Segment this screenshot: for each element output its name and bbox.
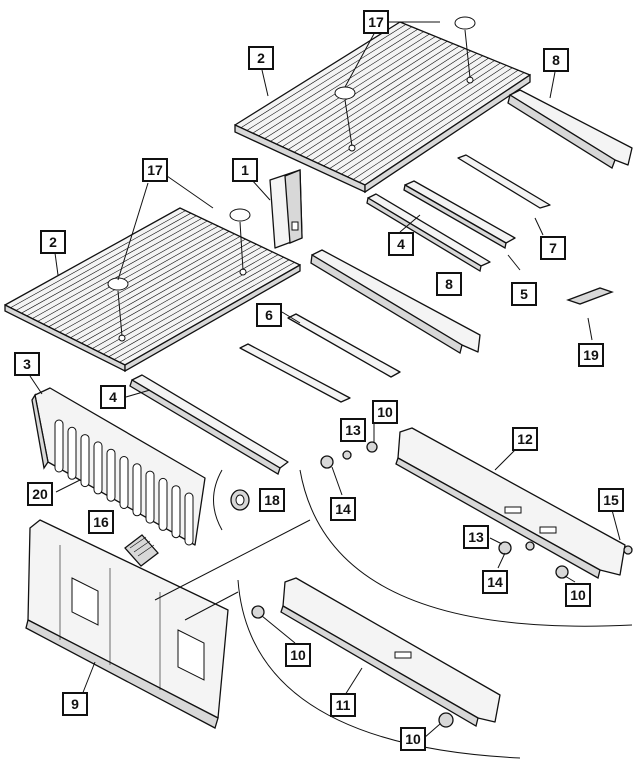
bed-mat-lower: [4, 207, 301, 373]
vent-16: [124, 534, 159, 567]
callout-6[interactable]: 6: [256, 303, 282, 327]
callout-10-b[interactable]: 10: [565, 583, 591, 607]
callout-13-b[interactable]: 13: [463, 525, 489, 549]
callout-20[interactable]: 20: [27, 482, 53, 506]
callout-18[interactable]: 18: [259, 488, 285, 512]
crossmember-mid: [310, 249, 481, 355]
reinforcement-12: [395, 427, 626, 579]
fasteners: [251, 441, 633, 728]
callout-8-mid[interactable]: 8: [436, 272, 462, 296]
callout-7[interactable]: 7: [540, 236, 566, 260]
callout-16[interactable]: 16: [88, 510, 114, 534]
callout-12[interactable]: 12: [512, 427, 538, 451]
callout-14-a[interactable]: 14: [330, 497, 356, 521]
rail-4-lower: [129, 374, 289, 475]
rail-6: [287, 313, 401, 378]
callout-5[interactable]: 5: [511, 282, 537, 306]
detail-arc-lower: [237, 579, 521, 759]
callout-2-top[interactable]: 2: [248, 46, 274, 70]
grommet-upper-center: [334, 86, 356, 100]
rail-7: [457, 154, 551, 209]
callout-17-top[interactable]: 17: [363, 10, 389, 34]
grommet-lower-center: [107, 277, 129, 291]
rail-lower: [239, 343, 351, 403]
rail-5: [403, 180, 516, 250]
callout-10-a[interactable]: 10: [372, 400, 398, 424]
callout-10-d[interactable]: 10: [400, 727, 426, 751]
bed-mat-upper: [234, 16, 531, 194]
callout-2-mid[interactable]: 2: [40, 230, 66, 254]
crossmember-upper: [507, 89, 633, 169]
callout-11[interactable]: 11: [330, 693, 356, 717]
callout-17-mid[interactable]: 17: [142, 158, 168, 182]
callout-10-c[interactable]: 10: [285, 643, 311, 667]
callout-4-low[interactable]: 4: [100, 385, 126, 409]
callout-15[interactable]: 15: [598, 488, 624, 512]
callout-4-mid[interactable]: 4: [388, 232, 414, 256]
detail-arc-upper: [299, 469, 633, 627]
callout-9[interactable]: 9: [62, 692, 88, 716]
grommet-lower-right: [229, 208, 251, 222]
tailgate-outer: [25, 519, 229, 729]
bracket: [269, 169, 303, 249]
callout-13-a[interactable]: 13: [340, 418, 366, 442]
grommet-upper-right: [454, 16, 476, 30]
plug-18: [213, 469, 250, 531]
callout-14-b[interactable]: 14: [482, 570, 508, 594]
callout-3[interactable]: 3: [14, 352, 40, 376]
callout-1[interactable]: 1: [232, 158, 258, 182]
reinforcement-11: [280, 577, 501, 727]
strip-19: [566, 287, 614, 305]
rail-4-upper: [366, 193, 491, 273]
callout-19[interactable]: 19: [578, 343, 604, 367]
tailgate-inner-panel: [31, 387, 206, 546]
callout-8-top[interactable]: 8: [543, 48, 569, 72]
